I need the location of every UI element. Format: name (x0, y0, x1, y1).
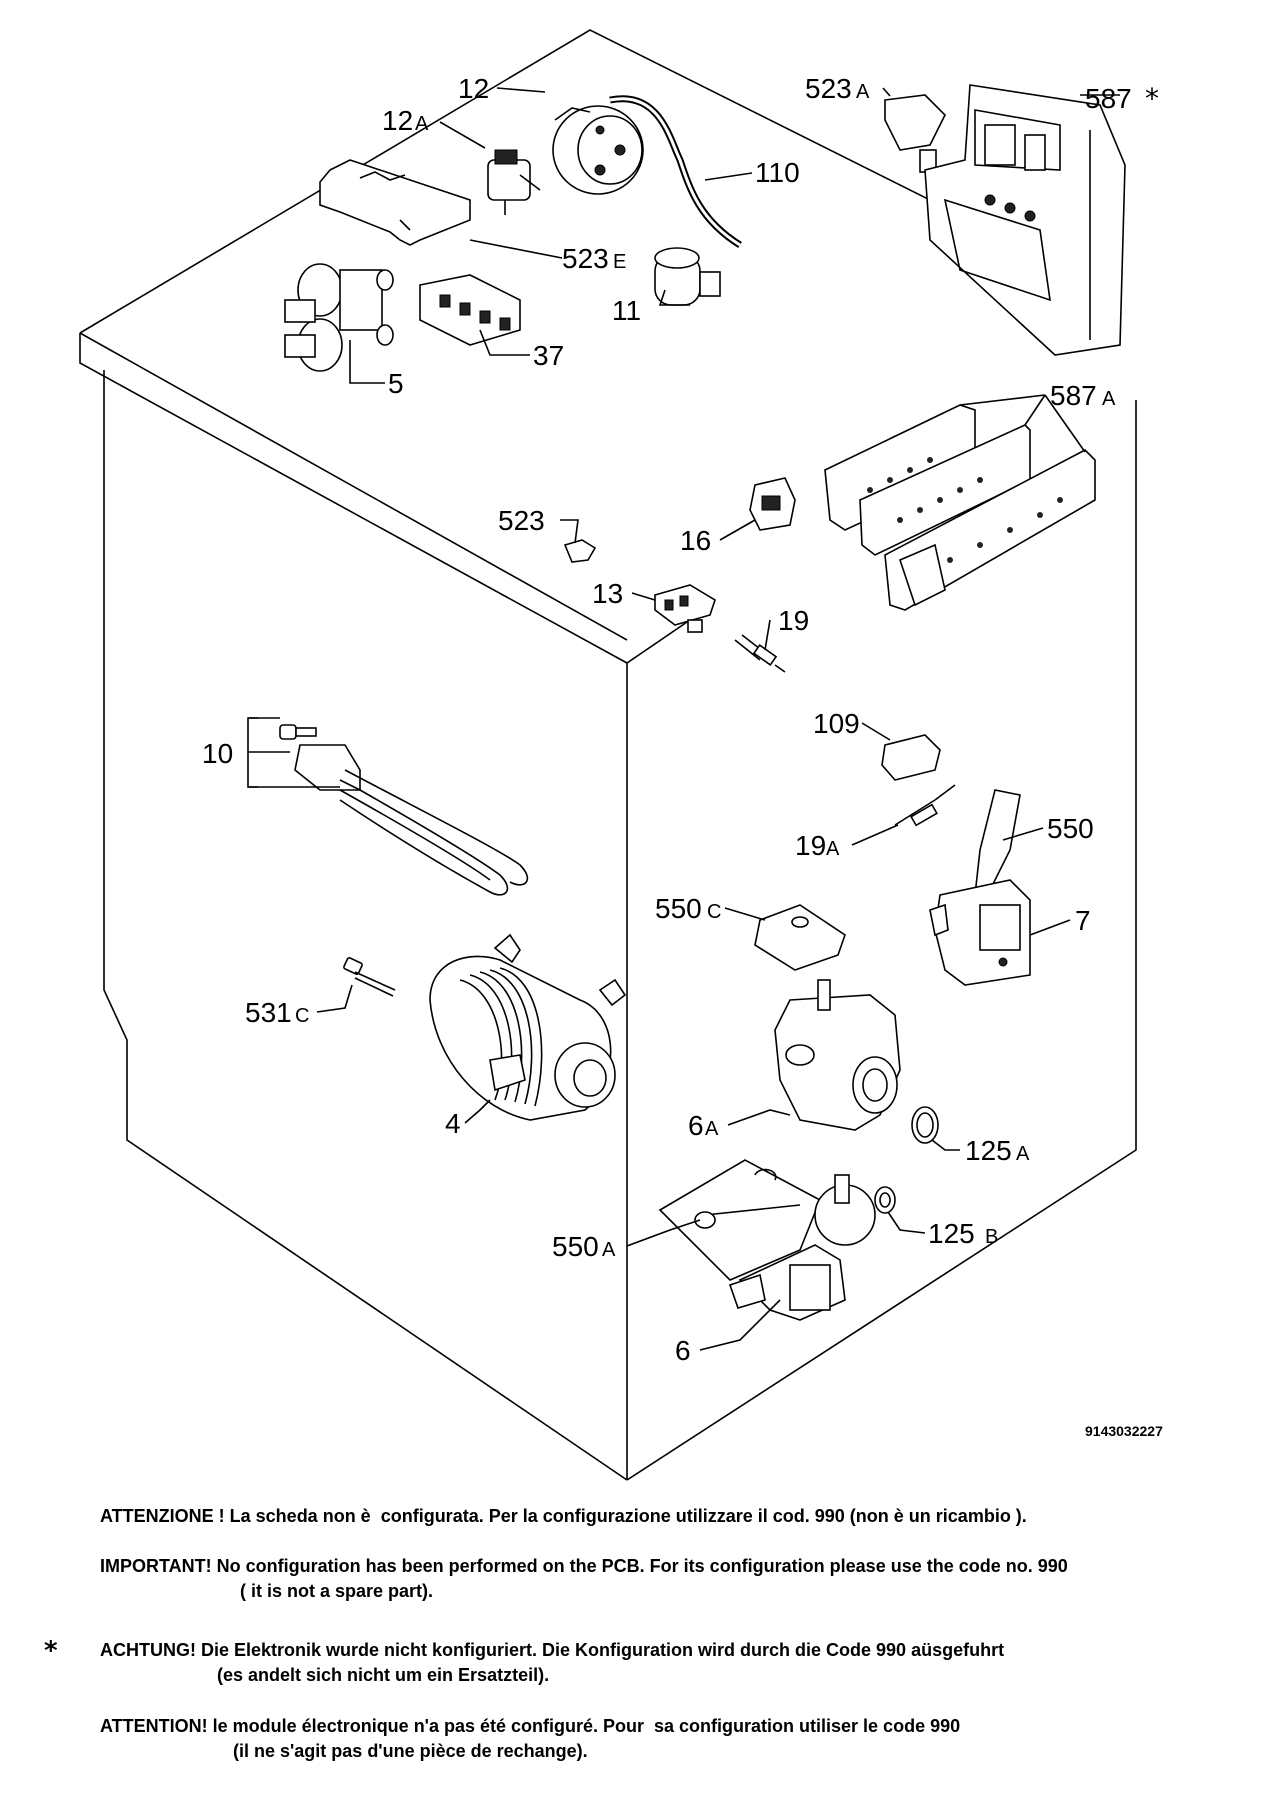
label-12: 12 (458, 73, 489, 104)
part-523a-clip (884, 94, 946, 173)
leader-lines (247, 87, 1120, 1351)
label-125b-sub: B (985, 1226, 998, 1248)
label-12a: 12 (382, 105, 413, 136)
label-5: 5 (388, 368, 404, 399)
label-37: 37 (533, 340, 564, 371)
label-16: 16 (680, 525, 711, 556)
note-french-line1: ATTENTION! le module électronique n'a pa… (100, 1716, 961, 1736)
label-523e: 523 (562, 243, 609, 274)
note-french-line2: (il ne s'agit pas d'une pièce de rechang… (233, 1741, 588, 1761)
part-10-heating-element (279, 724, 529, 896)
part-6a-pump-housing (774, 979, 901, 1131)
label-523: 523 (498, 505, 545, 536)
label-6: 6 (675, 1335, 691, 1366)
part-5-water-valve (284, 263, 394, 372)
callout-labels: 12 12 A 523 A 587 * 110 523 E 11 37 5 58… (202, 73, 1159, 1366)
label-531c: 531 (245, 997, 292, 1028)
exploded-parts-diagram: 12 12 A 523 A 587 * 110 523 E 11 37 5 58… (79, 29, 1163, 1481)
part-19-ntc-sensor (734, 634, 786, 673)
part-523e-bracket (319, 159, 471, 246)
label-19: 19 (778, 605, 809, 636)
label-7: 7 (1075, 905, 1091, 936)
part-110-hose (609, 95, 742, 248)
label-550c: 550 (655, 893, 702, 924)
label-4: 4 (445, 1108, 461, 1139)
label-109: 109 (813, 708, 860, 739)
part-550-7-door-lock (929, 789, 1031, 986)
part-587-star-board (924, 84, 1126, 356)
notes-section: ATTENZIONE ! La scheda non è configurata… (0, 1500, 1278, 1800)
part-125a-seal (911, 1106, 939, 1144)
label-587a-sub: A (1102, 388, 1116, 410)
label-125a-sub: A (1016, 1143, 1030, 1165)
part-4-motor (429, 933, 627, 1121)
label-550c-sub: C (707, 901, 721, 923)
part-19a-sensor (894, 784, 956, 827)
label-587a: 587 (1050, 380, 1097, 411)
label-550a: 550 (552, 1231, 599, 1262)
part-531c-bolt (343, 957, 396, 997)
part-109-lid (881, 734, 941, 781)
note-italian: ATTENZIONE ! La scheda non è configurata… (100, 1506, 1027, 1526)
part-550a-cover (658, 1159, 822, 1281)
label-6a-sub: A (705, 1118, 719, 1140)
part-6-drain-pump (728, 1174, 876, 1321)
label-523e-sub: E (613, 251, 626, 273)
note-star-symbol: * (44, 1636, 58, 1666)
label-125b: 125 (928, 1218, 975, 1249)
part-13-connector (654, 584, 716, 633)
label-10: 10 (202, 738, 233, 769)
label-110: 110 (755, 157, 800, 188)
label-12a-sub: A (415, 113, 429, 135)
part-550c-cover (754, 904, 846, 971)
label-19a-sub: A (826, 838, 840, 860)
part-587a-boards (824, 404, 1096, 611)
label-13: 13 (592, 578, 623, 609)
part-37-terminal-block (419, 274, 521, 346)
part-12a-pressure-switch (487, 149, 541, 215)
part-523-clip (563, 539, 597, 563)
label-19a: 19 (795, 830, 826, 861)
label-125a: 125 (965, 1135, 1012, 1166)
note-german-line2: (es andelt sich nicht um ein Ersatzteil)… (217, 1665, 550, 1685)
part-12-pressure-switch (552, 105, 644, 195)
label-523a: 523 (805, 73, 852, 104)
label-587-star: 587 (1085, 83, 1132, 114)
label-587-star-symbol: * (1145, 82, 1159, 115)
label-6a: 6 (688, 1110, 704, 1141)
label-11: 11 (612, 295, 641, 326)
drawing-code: 9143032227 (1085, 1423, 1163, 1439)
part-125b-seal (874, 1186, 896, 1214)
note-german-line1: ACHTUNG! Die Elektronik wurde nicht konf… (100, 1640, 1005, 1660)
note-english-line1: IMPORTANT! No configuration has been per… (100, 1556, 1068, 1576)
label-550a-sub: A (602, 1239, 616, 1261)
label-531c-sub: C (295, 1005, 309, 1027)
label-550: 550 (1047, 813, 1094, 844)
note-english-line2: ( it is not a spare part). (240, 1581, 434, 1601)
part-16-interference-filter (749, 477, 796, 531)
label-523a-sub: A (856, 81, 870, 103)
part-11-capacitor (654, 247, 721, 306)
